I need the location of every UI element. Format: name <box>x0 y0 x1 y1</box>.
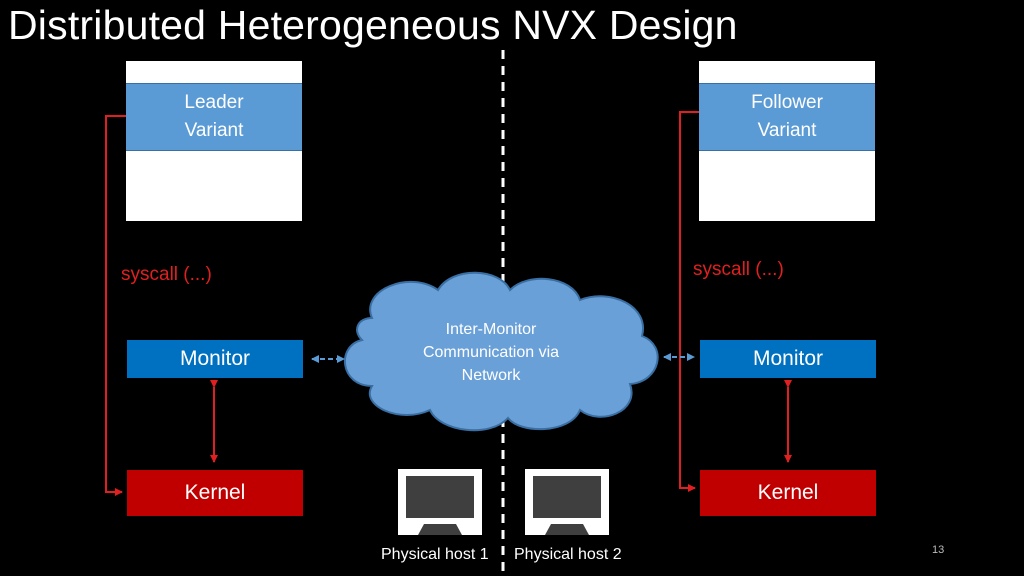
left-kernel-box: Kernel <box>127 470 303 516</box>
right-syscall-arrow <box>679 111 699 492</box>
right-monitor-box: Monitor <box>700 340 876 378</box>
cloud-label-line3: Network <box>461 367 521 384</box>
leader-variant: Leader Variant <box>126 83 302 151</box>
computer-icon-host1 <box>398 469 482 535</box>
follower-variant-line2: Variant <box>757 120 817 141</box>
page-number: 13 <box>932 544 945 556</box>
right-syscall-label: syscall (...) <box>693 259 784 280</box>
network-cloud <box>344 271 659 432</box>
cloud-label: Inter-Monitor Communication via Network <box>401 318 581 387</box>
cloud-label-line1: Inter-Monitor <box>445 321 537 338</box>
cloud-label-line2: Communication via <box>422 344 560 361</box>
right-kernel-box: Kernel <box>700 470 876 516</box>
host2-label: Physical host 2 <box>514 546 622 563</box>
left-syscall-label: syscall (...) <box>121 264 212 285</box>
leader-process-box: Leader Variant <box>126 61 302 221</box>
follower-variant-line1: Follower <box>751 92 823 113</box>
host1-label: Physical host 1 <box>381 546 489 563</box>
follower-variant: Follower Variant <box>699 83 875 151</box>
leader-variant-line1: Leader <box>184 92 244 113</box>
left-monitor-box: Monitor <box>127 340 303 378</box>
leader-variant-line2: Variant <box>184 120 244 141</box>
follower-process-box: Follower Variant <box>699 61 875 221</box>
left-syscall-arrow <box>105 115 126 496</box>
slide-title: Distributed Heterogeneous NVX Design <box>8 2 738 48</box>
computer-icon-host2 <box>525 469 609 535</box>
